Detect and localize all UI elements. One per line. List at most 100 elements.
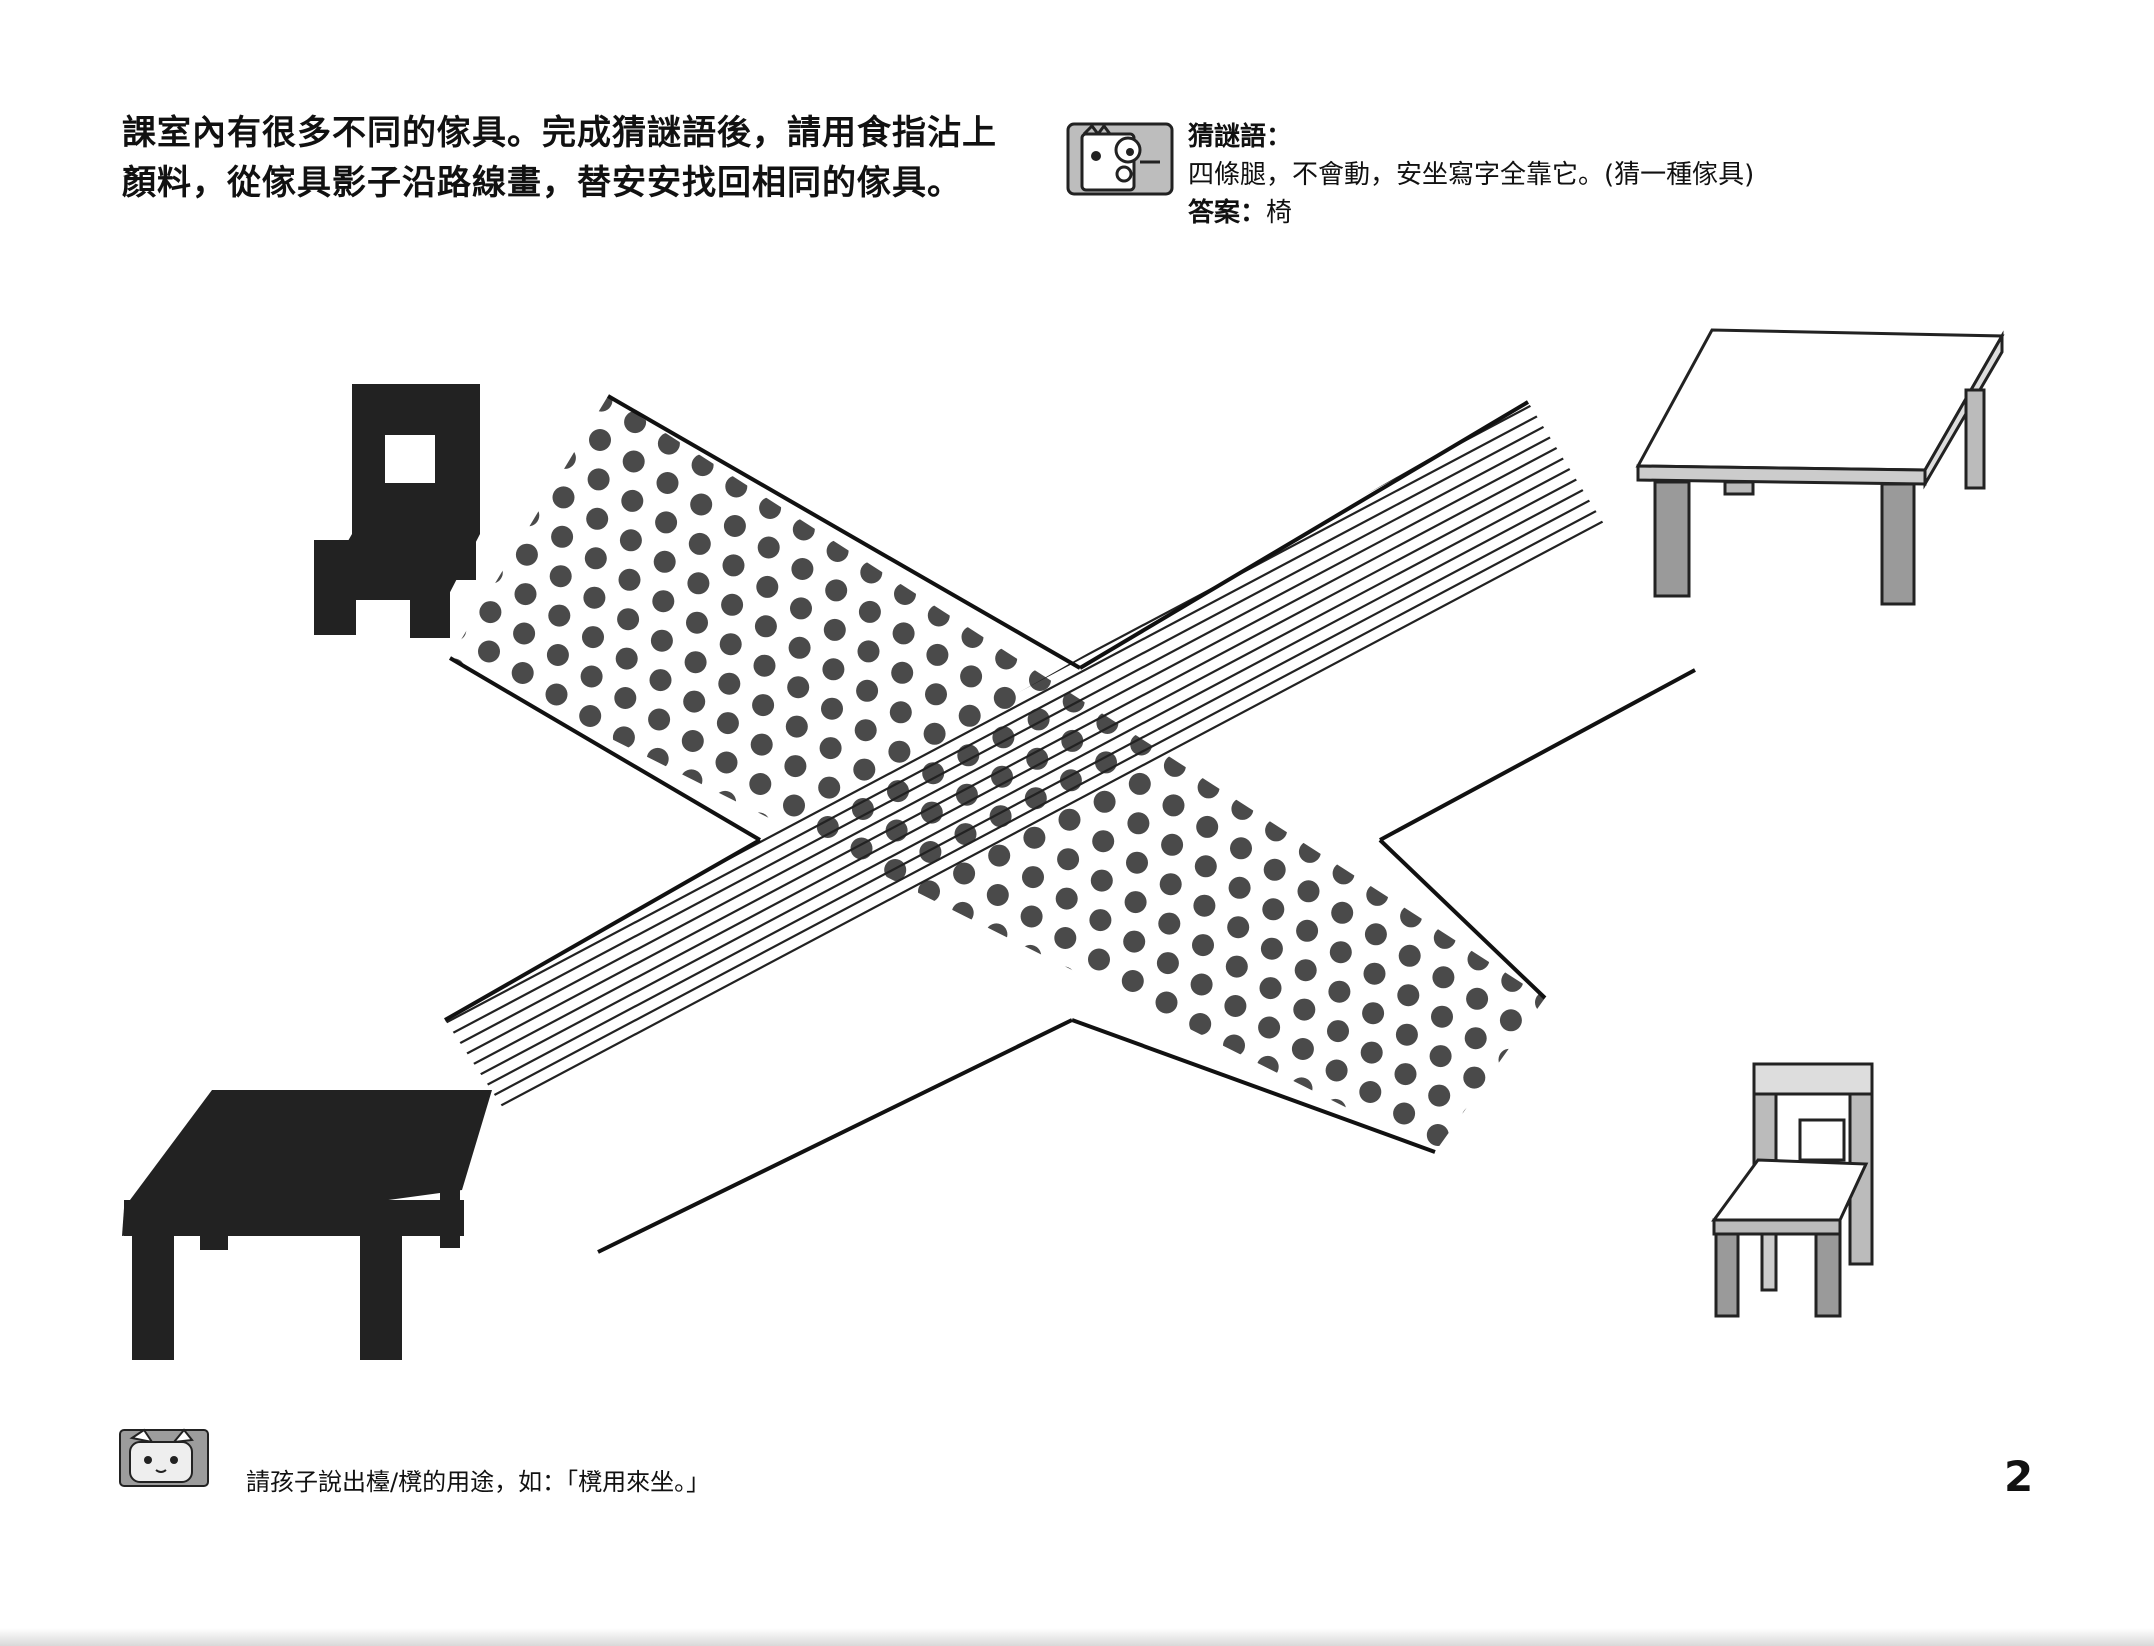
table-drawing [1635,328,2005,606]
path-dot [1123,930,1146,953]
path-dot [1354,1239,1376,1261]
path-dot [1158,912,1181,935]
path-dot [1126,851,1148,874]
path-dot [1529,1149,1545,1152]
path-dot [1190,973,1213,996]
path-dot [1494,1167,1516,1189]
path-dot [1052,966,1075,989]
path-dot [1532,1070,1545,1093]
path-dot [1017,984,1040,1007]
path-dot [1400,905,1423,928]
path-dot [478,640,500,663]
path-dot [1225,955,1248,978]
path-dot [1533,1030,1545,1053]
path-dot [485,443,507,466]
path-dot [1364,923,1387,946]
path-dot [1227,916,1250,939]
path-dot [1265,819,1288,842]
footer-note: 請孩子說出檯/櫈的用途，如：「櫈用來坐。」 [246,1468,711,1496]
path-dot [1152,1070,1175,1093]
path-dot [479,601,502,624]
dotted-path[interactable] [374,368,1625,1343]
path-dot [721,593,744,616]
path-dot [1089,909,1112,932]
path-dot [1428,1084,1451,1107]
riddle-answer-label: 答案： [1188,198,1267,228]
path-dot [619,529,642,552]
path-dot [714,790,737,813]
path-stripe [445,402,1695,1087]
path-dot [577,744,600,767]
path-stripe [445,402,1695,1199]
path-stripe [445,402,1695,1115]
path-dot [888,740,911,763]
path-dot [1493,1206,1515,1228]
path-dot [1423,1242,1445,1264]
path-dot [1149,1149,1172,1152]
path-dot [1162,794,1185,817]
path-dot [854,719,877,742]
path-dot [1329,941,1352,964]
path-dot [715,751,738,774]
path-dot [655,511,678,534]
path-dot [1161,833,1184,856]
path-dot [1433,926,1456,949]
instructions-line-2: 顏料，從傢具影子沿路線畫，替安安找回相同的傢具。 [122,163,962,203]
path-dot [680,769,703,792]
path-stripe [445,402,1695,933]
path-dot [1391,1141,1414,1152]
table-shadow [122,1090,492,1360]
path-dot [826,540,849,562]
path-dot [1458,1224,1480,1246]
path-dot [579,705,602,727]
path-dot [723,515,746,537]
path-dot [986,884,1009,906]
path-dot [482,522,505,545]
path-dot [790,597,812,620]
path-dot [1320,1217,1342,1239]
instructions: 課室內有很多不同的傢具。完成猜謎語後，請用食指沾上 顏料，從傢具影子沿路線畫，替… [122,108,1002,208]
path-dot [1185,1131,1207,1152]
path-dot [1567,1052,1589,1074]
path-dot [1499,1009,1522,1032]
path-dot [1331,901,1354,924]
path-dot [995,647,1018,670]
path-dot [857,640,880,663]
path-dot [1082,1106,1105,1129]
riddle-answer-row: 答案：椅 [1188,194,1908,232]
path-dot [1425,1163,1447,1185]
path-dot [1121,970,1144,992]
path-dot [1023,826,1046,849]
path-dot [719,633,742,656]
path-dot [1196,815,1219,838]
path-dot [1360,1041,1383,1064]
path-dot [1394,1063,1417,1086]
path-dot [856,679,879,702]
path-dot [846,955,869,978]
path-dot [953,862,976,885]
path-dot [1253,1174,1275,1196]
path-dot [1022,866,1044,889]
path-dot [1603,1034,1625,1056]
path-stripe [445,402,1695,975]
riddle-answer-value: 椅 [1266,198,1293,228]
path-dot [1262,898,1285,921]
path-dot [984,962,1006,985]
path-dot [716,712,739,735]
path-dot [553,446,576,469]
path-dot [821,697,843,720]
path-dot [926,643,949,666]
path-dot [784,755,807,778]
path-stripe [445,402,1695,1045]
path-dot [1288,1156,1310,1178]
path-dot [718,672,741,695]
riddle-box: 猜謎語： 四條腿，不會動，安坐寫字全靠它。(猜一種傢具) 答案：椅 [1188,118,1908,232]
path-dot [1293,998,1316,1021]
path-stripe [445,402,1695,1129]
path-dot [1294,959,1317,982]
path-dot [610,805,633,828]
striped-path[interactable] [300,95,1800,1213]
path-dot [749,773,772,795]
path-stripe [445,402,1695,1017]
path-dot [1355,1199,1377,1221]
